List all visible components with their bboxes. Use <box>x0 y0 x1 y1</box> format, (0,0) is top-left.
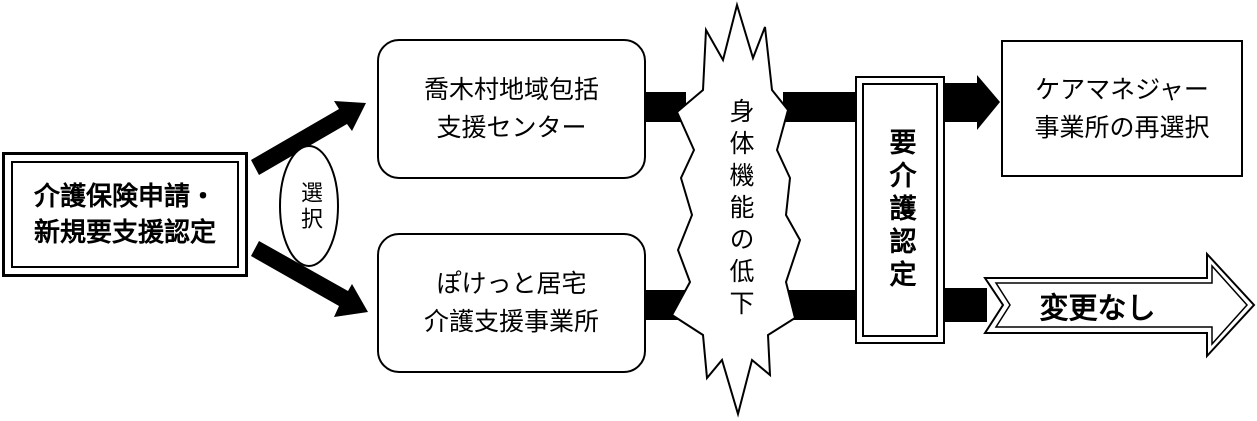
reselection-line2: 事業所の再選択 <box>1034 112 1210 142</box>
care-certification-label: 要介護認定 <box>884 127 916 293</box>
connector-bar-to-no-change <box>945 288 987 322</box>
reselection-box: ケアマネジャー 事業所の再選択 <box>1001 40 1243 177</box>
application-text-line1: 介護保険申請・ <box>33 181 216 212</box>
application-text-line2: 新規要支援認定 <box>33 217 216 248</box>
application-box: 介護保険申請・ 新規要支援認定 <box>2 152 248 277</box>
arrow-up-right <box>251 101 366 175</box>
regional-support-center-box: 喬木村地域包括 支援センター <box>377 39 646 179</box>
care-certification-box: 要介護認定 <box>855 76 945 344</box>
no-change-arrow <box>983 251 1256 359</box>
decline-label-container: 身体機能の低下 <box>700 80 780 340</box>
home-care-office-line1: ぽけっと居宅 <box>436 269 587 298</box>
regional-support-center-line2: 支援センター <box>436 113 587 142</box>
decline-label: 身体機能の低下 <box>726 98 755 322</box>
connector-bar-top-right <box>783 92 856 122</box>
no-change-arrow-inner <box>994 264 1249 346</box>
care-certification-box-inner: 要介護認定 <box>862 83 938 337</box>
arrow-to-reselection <box>945 75 1000 130</box>
no-change-label: 変更なし <box>1039 291 1156 325</box>
arrow-down-right <box>251 241 368 317</box>
selection-label: 選択 <box>297 181 322 233</box>
selection-ellipse <box>279 145 339 267</box>
reselection-line1: ケアマネジャー <box>1035 74 1209 104</box>
home-care-office-box: ぽけっと居宅 介護支援事業所 <box>377 233 646 373</box>
application-box-inner: 介護保険申請・ 新規要支援認定 <box>11 161 239 268</box>
regional-support-center-line1: 喬木村地域包括 <box>423 75 599 104</box>
decline-burst-shape <box>670 1 802 418</box>
selection-label-container: 選択 <box>282 152 336 262</box>
home-care-office-line2: 介護支援事業所 <box>423 307 599 336</box>
